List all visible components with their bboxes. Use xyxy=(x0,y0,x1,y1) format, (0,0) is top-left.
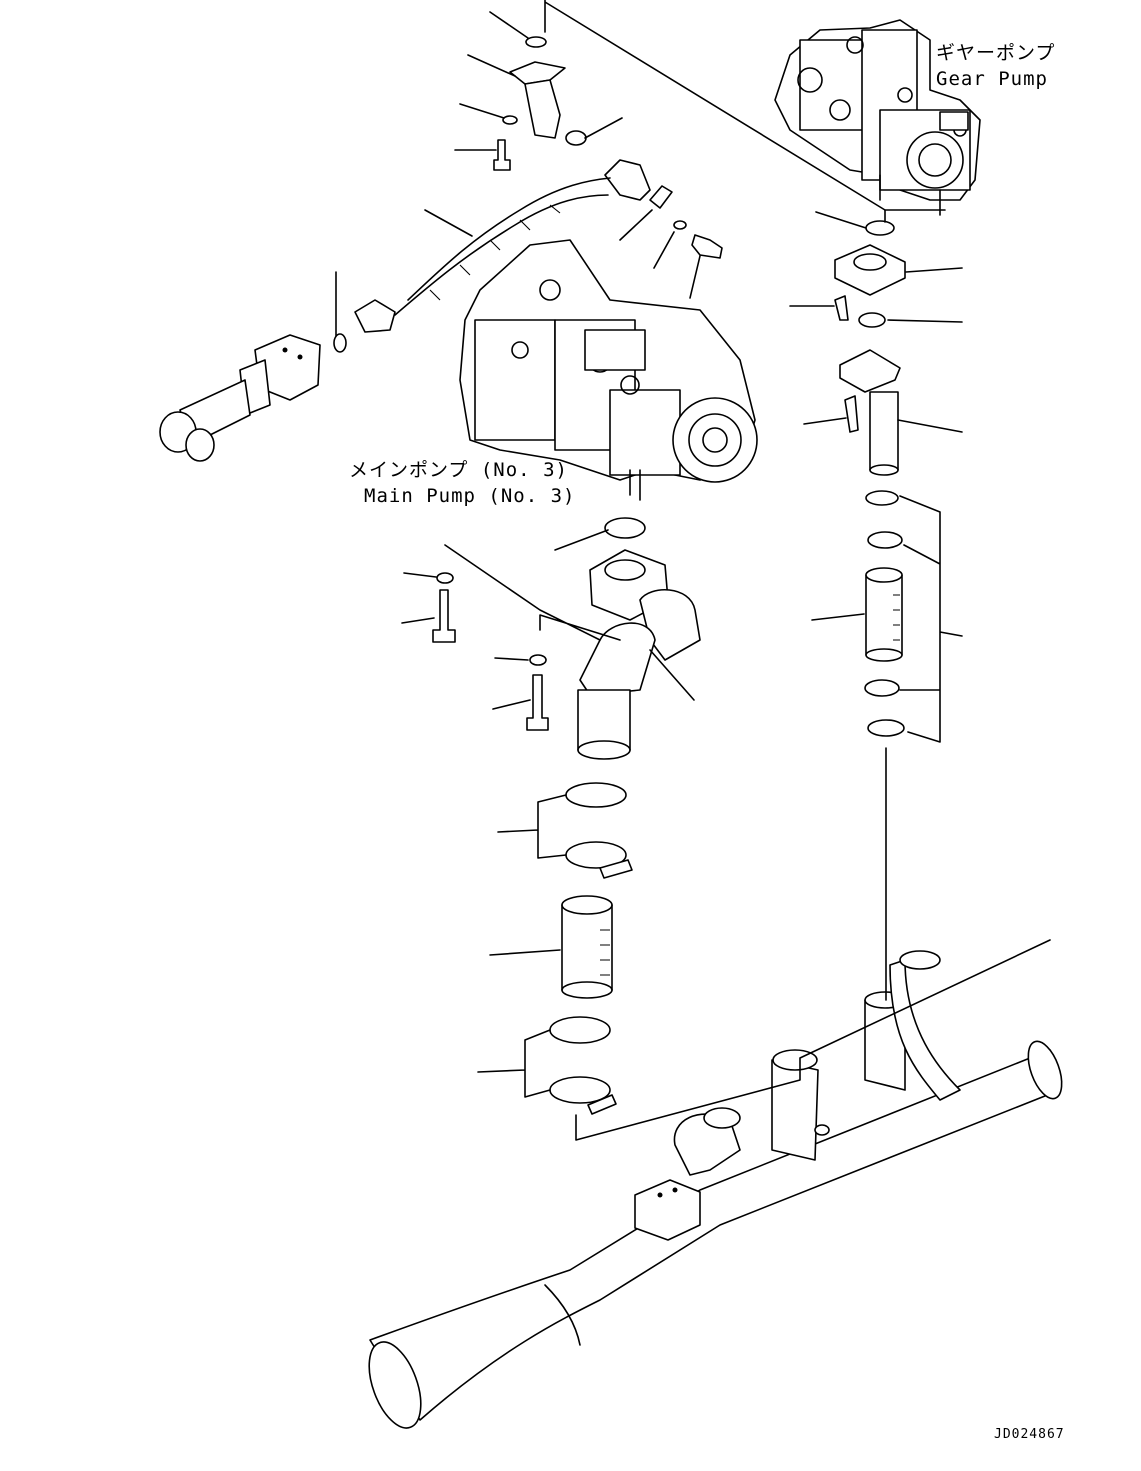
clip-mid xyxy=(649,185,673,209)
bolt-mid xyxy=(691,234,723,259)
washer-mid xyxy=(673,220,687,230)
tube-centre xyxy=(561,904,613,991)
gear-pump-label-ja: ギヤーポンプ xyxy=(936,42,1056,64)
clamp-centre-1 xyxy=(565,782,627,808)
elbow-centre xyxy=(579,622,656,696)
main-pump-illustration xyxy=(459,239,758,501)
upper-hose-assembly xyxy=(333,36,723,353)
elbow-flange-right xyxy=(839,349,901,393)
clamp-right-3 xyxy=(864,679,900,697)
tube-right-upper xyxy=(869,391,899,471)
bolt-right-1 xyxy=(834,295,849,321)
drawing-code: JD024867 xyxy=(994,1427,1065,1442)
washer-centre-2 xyxy=(529,654,547,666)
suction-manifold xyxy=(368,950,1063,1429)
callout-lines xyxy=(335,0,1051,1141)
left-suction-manifold xyxy=(159,334,321,462)
tube-right-mid xyxy=(865,574,903,656)
bolt-centre-2 xyxy=(526,674,549,731)
main-pump-label-en: Main Pump (No. 3) xyxy=(364,485,576,507)
clamp-right-4 xyxy=(867,719,905,737)
centre-suction-line xyxy=(432,517,701,1115)
elbow-top xyxy=(524,79,561,139)
clamp-centre-3 xyxy=(549,1016,611,1044)
bolt-upper-left xyxy=(493,139,511,171)
clamp-right-1 xyxy=(865,490,899,506)
right-suction-line xyxy=(834,220,906,737)
o-ring-right-top xyxy=(865,220,895,236)
flange-mid xyxy=(604,159,651,201)
gear-pump-illustration xyxy=(774,19,981,216)
bolt-centre-1 xyxy=(432,589,456,643)
o-ring-mid xyxy=(565,130,587,146)
gear-pump-label-en: Gear Pump xyxy=(936,68,1048,90)
clamp-right-2 xyxy=(867,531,903,549)
o-ring-left xyxy=(333,333,347,353)
o-ring-right-mid xyxy=(858,312,886,328)
washer-centre-1 xyxy=(436,572,454,584)
flange-top xyxy=(509,61,566,85)
o-ring-top xyxy=(525,36,547,48)
main-pump-label-ja: メインポンプ (No. 3) xyxy=(349,459,568,481)
bolt-right-2 xyxy=(844,395,859,433)
o-ring-centre xyxy=(604,517,646,539)
flange-hose-end xyxy=(354,299,396,333)
washer-upper-left xyxy=(502,115,518,125)
